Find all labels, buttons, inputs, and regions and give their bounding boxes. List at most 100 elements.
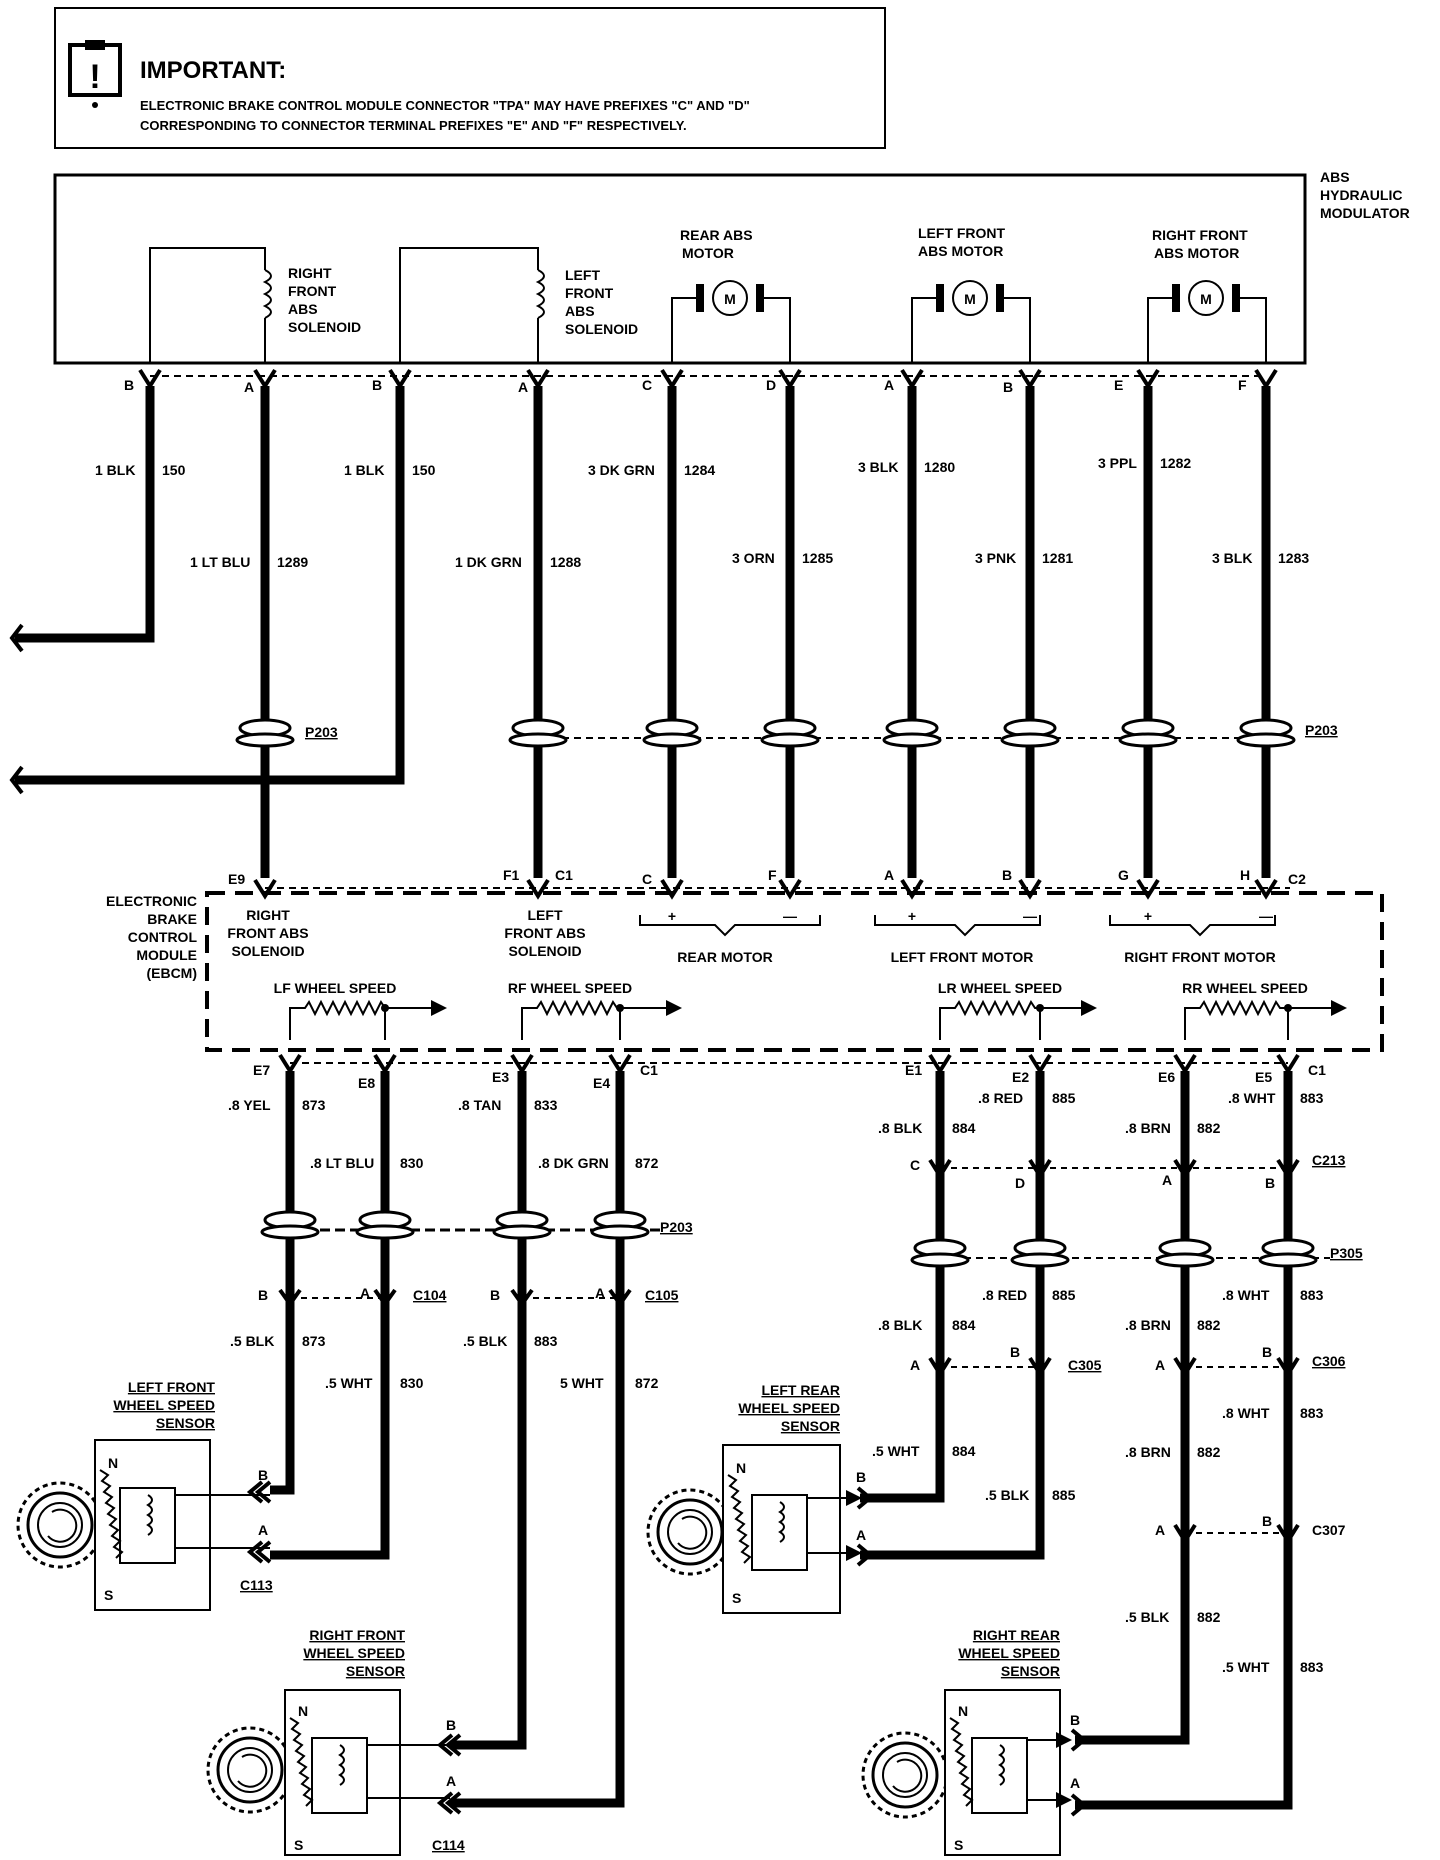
- svg-text:B: B: [1003, 379, 1013, 395]
- svg-text:G: G: [1118, 867, 1129, 883]
- svg-text:.8 RED: .8 RED: [978, 1090, 1023, 1106]
- svg-text:M: M: [964, 291, 976, 307]
- ebcm-module: ELECTRONIC BRAKE CONTROL MODULE (EBCM) R…: [106, 891, 1384, 1052]
- svg-text:N: N: [736, 1460, 746, 1476]
- svg-text:E7: E7: [253, 1062, 270, 1078]
- left-rear-wheel-speed-sensor: LEFT REAR WHEEL SPEED SENSOR N S B A: [646, 1382, 874, 1614]
- svg-text:3 DK GRN: 3 DK GRN: [588, 462, 655, 478]
- svg-text:B: B: [372, 377, 382, 393]
- svg-text:830: 830: [400, 1375, 424, 1391]
- c113-label: C113: [240, 1577, 273, 1593]
- modulator-terminals: B A B A C D A B E F: [124, 377, 1247, 395]
- svg-text:RF WHEEL SPEED: RF WHEEL SPEED: [508, 980, 632, 996]
- svg-text:.8 BRN: .8 BRN: [1125, 1317, 1171, 1333]
- svg-text:SOLENOID: SOLENOID: [231, 943, 304, 959]
- svg-text:FRONT ABS: FRONT ABS: [504, 925, 585, 941]
- svg-text:B: B: [856, 1469, 866, 1485]
- svg-text:873: 873: [302, 1333, 326, 1349]
- svg-text:C1: C1: [555, 867, 573, 883]
- svg-text:A: A: [1162, 1172, 1172, 1188]
- svg-text:.5 WHT: .5 WHT: [325, 1375, 373, 1391]
- lower-wires: [270, 1071, 1293, 1810]
- svg-text:.5 BLK: .5 BLK: [463, 1333, 507, 1349]
- p203-lower-label: P203: [660, 1219, 693, 1235]
- svg-text:1 DK GRN: 1 DK GRN: [455, 554, 522, 570]
- svg-text:1282: 1282: [1160, 455, 1191, 471]
- svg-text:B: B: [1262, 1513, 1272, 1529]
- svg-text:885: 885: [1052, 1487, 1076, 1503]
- svg-text:ABS MOTOR: ABS MOTOR: [918, 243, 1003, 259]
- note-line-1: ELECTRONIC BRAKE CONTROL MODULE CONNECTO…: [140, 98, 750, 113]
- ebcm-top-pins: [253, 878, 1278, 900]
- svg-text:1283: 1283: [1278, 550, 1309, 566]
- ebcm-top-terminal-labels: E9 F1 C1 C F A B G H C2: [228, 867, 1306, 887]
- svg-text:+: +: [668, 908, 676, 924]
- svg-text:A: A: [910, 1357, 920, 1373]
- svg-text:F: F: [1238, 377, 1247, 393]
- passthrough-p203: P203 P203: [235, 718, 1338, 748]
- right-front-abs-motor: M RIGHT FRONT ABS MOTOR: [1147, 227, 1267, 362]
- svg-text:A: A: [1155, 1522, 1165, 1538]
- note-line-2: CORRESPONDING TO CONNECTOR TERMINAL PREF…: [140, 118, 687, 133]
- svg-text:WHEEL SPEED: WHEEL SPEED: [738, 1400, 840, 1416]
- svg-text:WHEEL SPEED: WHEEL SPEED: [113, 1397, 215, 1413]
- svg-text:—: —: [1259, 908, 1273, 924]
- note-heading: IMPORTANT:: [140, 57, 286, 84]
- svg-text:LEFT: LEFT: [528, 907, 563, 923]
- svg-text:885: 885: [1052, 1090, 1076, 1106]
- svg-text:RIGHT FRONT: RIGHT FRONT: [309, 1627, 405, 1643]
- svg-text:883: 883: [1300, 1287, 1324, 1303]
- svg-text:S: S: [732, 1590, 741, 1606]
- svg-text:E2: E2: [1012, 1069, 1029, 1085]
- svg-text:.5 BLK: .5 BLK: [985, 1487, 1029, 1503]
- svg-text:LF WHEEL SPEED: LF WHEEL SPEED: [274, 980, 397, 996]
- svg-text:LEFT FRONT: LEFT FRONT: [918, 225, 1006, 241]
- svg-text:.5 WHT: .5 WHT: [872, 1443, 920, 1459]
- upper-wire-labels: 1 BLK 150 1 LT BLU 1289 1 BLK 150 1 DK G…: [95, 455, 1309, 570]
- svg-text:+: +: [908, 908, 916, 924]
- svg-text:150: 150: [162, 462, 186, 478]
- svg-text:E1: E1: [905, 1062, 922, 1078]
- svg-text:B: B: [1010, 1344, 1020, 1360]
- right-rear-wheel-speed-sensor: RIGHT REAR WHEEL SPEED SENSOR N S B A: [861, 1627, 1088, 1856]
- svg-text:3 PPL: 3 PPL: [1098, 455, 1137, 471]
- svg-text:N: N: [108, 1455, 118, 1471]
- svg-text:N: N: [298, 1703, 308, 1719]
- svg-text:882: 882: [1197, 1120, 1221, 1136]
- c105-label: C105: [645, 1287, 679, 1303]
- svg-text:MOTOR: MOTOR: [682, 245, 734, 261]
- rear-abs-motor: M REAR ABS MOTOR: [671, 227, 791, 362]
- svg-text:B: B: [446, 1717, 456, 1733]
- svg-text:ABS MOTOR: ABS MOTOR: [1154, 245, 1239, 261]
- svg-text:E4: E4: [593, 1075, 610, 1091]
- svg-text:RIGHT: RIGHT: [288, 265, 332, 281]
- c305-label: C305: [1068, 1357, 1102, 1373]
- svg-text:1 BLK: 1 BLK: [344, 462, 384, 478]
- svg-text:.8 YEL: .8 YEL: [228, 1097, 271, 1113]
- c307-label: C307: [1312, 1522, 1346, 1538]
- svg-text:A: A: [856, 1527, 866, 1543]
- svg-text:B: B: [258, 1467, 268, 1483]
- svg-text:LEFT FRONT MOTOR: LEFT FRONT MOTOR: [891, 949, 1034, 965]
- svg-text:1281: 1281: [1042, 550, 1073, 566]
- svg-text:WHEEL SPEED: WHEEL SPEED: [958, 1645, 1060, 1661]
- svg-text:C1: C1: [640, 1062, 658, 1078]
- svg-text:C1: C1: [1308, 1062, 1326, 1078]
- svg-text:F1: F1: [503, 867, 520, 883]
- left-front-abs-motor: M LEFT FRONT ABS MOTOR: [911, 225, 1031, 362]
- svg-text:SENSOR: SENSOR: [156, 1415, 215, 1431]
- left-front-wheel-speed-sensor: LEFT FRONT WHEEL SPEED SENSOR N S B A C1…: [16, 1379, 273, 1611]
- svg-text:1289: 1289: [277, 554, 308, 570]
- svg-text:SENSOR: SENSOR: [781, 1418, 840, 1434]
- modulator-label-1: ABS: [1320, 169, 1350, 185]
- svg-text:872: 872: [635, 1375, 659, 1391]
- svg-text:+: +: [1144, 908, 1152, 924]
- svg-text:A: A: [595, 1285, 605, 1301]
- svg-text:.8 RED: .8 RED: [982, 1287, 1027, 1303]
- svg-text:1280: 1280: [924, 459, 955, 475]
- svg-text:F: F: [768, 867, 777, 883]
- svg-text:.8 WHT: .8 WHT: [1228, 1090, 1276, 1106]
- svg-text:ELECTRONIC: ELECTRONIC: [106, 893, 197, 909]
- wheel-speed-circuits: [289, 999, 1347, 1040]
